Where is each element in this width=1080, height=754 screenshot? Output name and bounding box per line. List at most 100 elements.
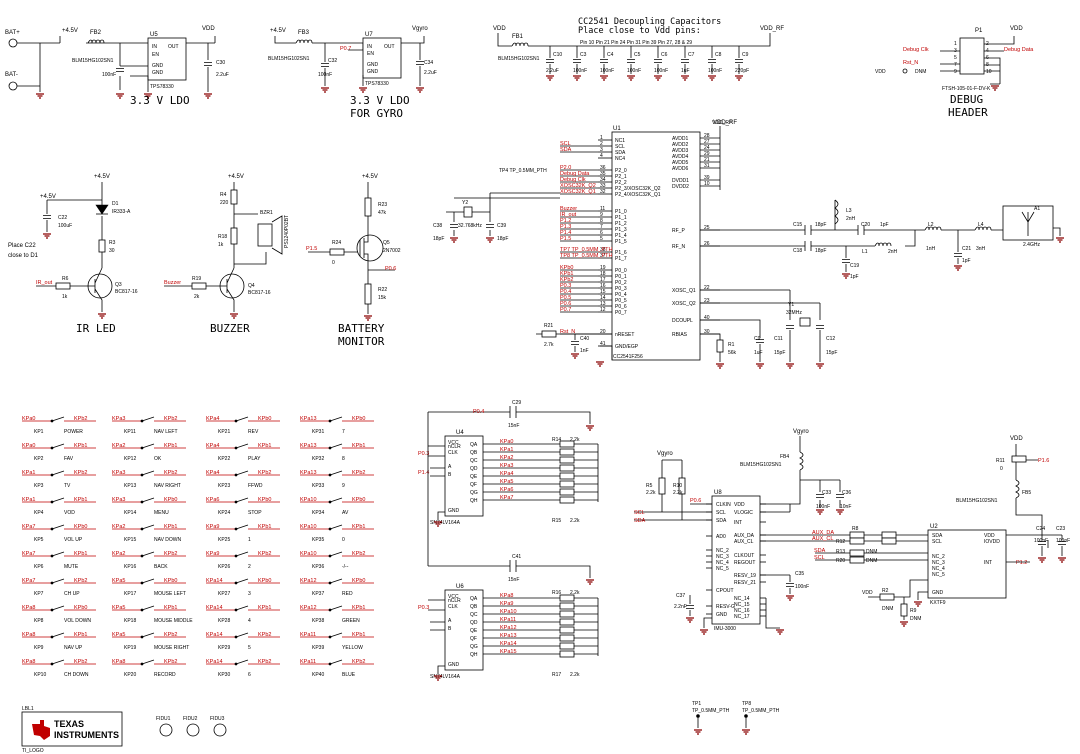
u6-pins-out-5: KPa13	[500, 633, 517, 639]
keypad-net-a: KPa14	[206, 632, 223, 638]
cc-pin-name-13: P0_6	[615, 304, 627, 310]
ir-cap-ref: C22	[58, 215, 67, 221]
imu-pin-l-9: RESV-G	[716, 604, 735, 610]
fb5-part: BLM15HG102SN1	[956, 498, 998, 504]
imu-pin-l-10: GND	[716, 612, 728, 618]
c39-val: 18pF	[497, 236, 508, 242]
l1-ref: L1	[862, 249, 868, 255]
keypad-ref: KP6	[34, 564, 44, 570]
keypad-ref: KP27	[218, 591, 230, 597]
keypad-net-b: KPb2	[164, 659, 177, 665]
cc-net-38: TP7 TP_0.5MM_PTH	[560, 247, 612, 253]
debug-vdd: VDD	[1010, 26, 1023, 32]
bat-plus-label: BAT+	[5, 30, 20, 36]
ldo2-title: 3.3 V LDO	[350, 94, 410, 107]
accel-pin-l-2: NC_2	[932, 554, 945, 560]
u4-pins-pin-r-2: QC	[470, 458, 478, 464]
cc-pin-num-36: 36	[600, 165, 606, 171]
c20-val: 1pF	[880, 222, 889, 228]
cc-rpin-name-29: AVDD4	[672, 154, 689, 160]
r15-val: 2.2k	[570, 518, 580, 524]
cc-net-36: P2.0	[560, 165, 571, 171]
ldo2-en-net: P0.7	[340, 46, 351, 52]
cc-pin-name-9: P1_1	[615, 215, 627, 221]
ir-r6-ref: R6	[62, 276, 69, 282]
r5-ref: R5	[646, 483, 653, 489]
lbl-ref: LBL1	[22, 706, 34, 712]
u4-pins-pin-r-6: QG	[470, 490, 478, 496]
keypad-net-a: KPa9	[206, 524, 219, 530]
keypad-net-a: KPa1	[22, 470, 35, 476]
dec-cap-val-3: 100nF	[627, 68, 641, 74]
u4-pins-pin-r-0: QA	[470, 442, 478, 448]
keypad-net-b: KPb2	[164, 551, 177, 557]
debug-pin-right-0: 2	[986, 41, 989, 47]
c21-ref: C21	[962, 246, 971, 252]
battmon-r22-ref: R22	[378, 287, 387, 293]
ir-led-block: +4.5V +4.5V C22 100uF D1 IR333-A R3 30 P…	[8, 174, 138, 335]
cc-pin-num-7: 7	[600, 224, 603, 230]
tp1-val: TP_0.5MM_PTH	[692, 708, 730, 714]
l2-val: 1nH	[926, 246, 936, 252]
accel-net: P1.6	[1038, 458, 1049, 464]
battmon-r24-val: 0	[332, 260, 335, 266]
c12-val: 15pF	[826, 350, 837, 356]
keypad-switch-contact	[140, 608, 144, 612]
keypad-net-a: KPa7	[22, 551, 35, 557]
cc-pin-name-7: P1_3	[615, 227, 627, 233]
keypad-net-a: KPa7	[22, 524, 35, 530]
imu-pin-l-3: AD0	[716, 534, 726, 540]
c29-val: 15nF	[508, 423, 519, 429]
rf-block: VDD_RF L3 2nH C15 18pF C20 1pF C18 18pF …	[700, 120, 1065, 280]
keypad-net-a: KPa4	[206, 416, 219, 422]
battmon-net-out: P0.6	[385, 266, 396, 272]
imu-pin-l-1: SCL	[716, 510, 726, 516]
fb5-ref: FB5	[1022, 490, 1031, 496]
keypad-ref: KP17	[124, 591, 136, 597]
u6-pins-out-1: KPa9	[500, 601, 513, 607]
buzzer-part: PS1240P02BT	[284, 215, 290, 248]
cc-rpin-num-22: 22	[704, 285, 710, 291]
ti-logo-icon	[32, 720, 50, 740]
u4-pins-out-1: KPa1	[500, 447, 513, 453]
keypad-switch-contact	[50, 662, 54, 666]
keypad-net-b: KPb1	[352, 524, 365, 530]
debug-pin-left-3: 7	[954, 62, 957, 68]
cc-pin-name-38: P1_6	[615, 250, 627, 256]
c40-ref: C40	[580, 336, 589, 342]
keypad-switch-contact	[50, 527, 54, 531]
accel-pin-l-6: GND	[932, 590, 944, 596]
cc-pin-num-2: 2	[600, 141, 603, 147]
ldo1-title: 3.3 V LDO	[130, 94, 190, 107]
keypad-net-b: KPb0	[352, 497, 365, 503]
keypad-name: NAV LEFT	[154, 429, 178, 435]
u6-pins-pin-l-4: B	[448, 626, 452, 632]
cc-pin-name-12: P0_7	[615, 310, 627, 316]
keypad-switch-contact	[140, 419, 144, 423]
keypad-net-b: KPb1	[74, 443, 87, 449]
tp8-ref: TP8	[742, 701, 751, 707]
ldo1-vdd-label: VDD	[202, 26, 215, 32]
imu-pin-l-0: CLKIN	[716, 502, 731, 508]
buzzer-net: Buzzer	[164, 280, 181, 286]
decoupling-ferrite-ref: FB1	[512, 34, 524, 40]
cc-pin-name-15: P0_4	[615, 292, 627, 298]
keypad-net-b: KPb1	[164, 605, 177, 611]
keypad-net-a: KPa9	[206, 551, 219, 557]
antenna-val: 2.4GHz	[1023, 242, 1040, 248]
keypad-net-a: KPa13	[300, 416, 317, 422]
dec-cap-val-5: 1uF	[681, 68, 690, 74]
keypad-name: 8	[342, 456, 345, 462]
cc-pin-name-34: P2_2	[615, 180, 627, 186]
keypad-name: MENU	[154, 510, 169, 516]
u6-pins-pin-r-3: QD	[470, 620, 478, 626]
keypad-name: BLUE	[342, 672, 356, 678]
keypad-ref: KP35	[312, 537, 324, 543]
cc2541-ref: U1	[613, 126, 621, 132]
y2-val: 32.768kHz	[458, 223, 482, 229]
